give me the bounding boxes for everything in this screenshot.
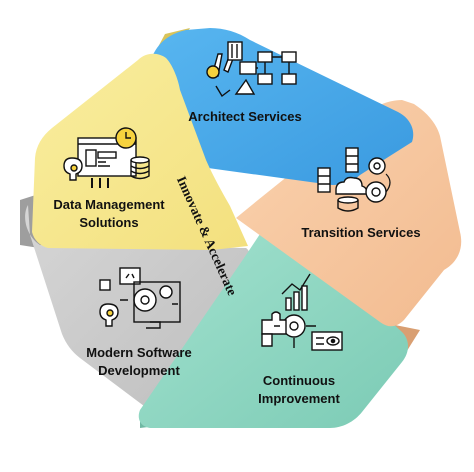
segment-transition-services xyxy=(236,100,462,327)
continuous-improvement-line1: Continuous xyxy=(262,373,336,388)
architecture-tools-network-icon xyxy=(206,41,297,98)
modern-software-label: Modern Software Development xyxy=(74,344,204,380)
transition-services-label: Transition Services xyxy=(301,225,421,240)
code-gears-lightbulb-icon xyxy=(99,267,181,329)
dashboard-database-icon xyxy=(63,127,150,188)
modern-software-line1: Modern Software xyxy=(86,345,192,360)
data-management-line1: Data Management xyxy=(53,197,165,212)
data-management-line2: Solutions xyxy=(79,215,139,230)
continuous-improvement-label: Continuous Improvement xyxy=(234,372,364,408)
architect-services-label: Architect Services xyxy=(188,109,302,124)
data-management-label: Data Management Solutions xyxy=(44,196,174,232)
server-cloud-gears-icon xyxy=(317,147,391,212)
continuous-improvement-line2: Improvement xyxy=(258,391,340,406)
modern-software-line2: Development xyxy=(98,363,180,378)
chart-gear-puzzle-icon xyxy=(261,273,343,351)
segment-data-management xyxy=(32,53,248,251)
